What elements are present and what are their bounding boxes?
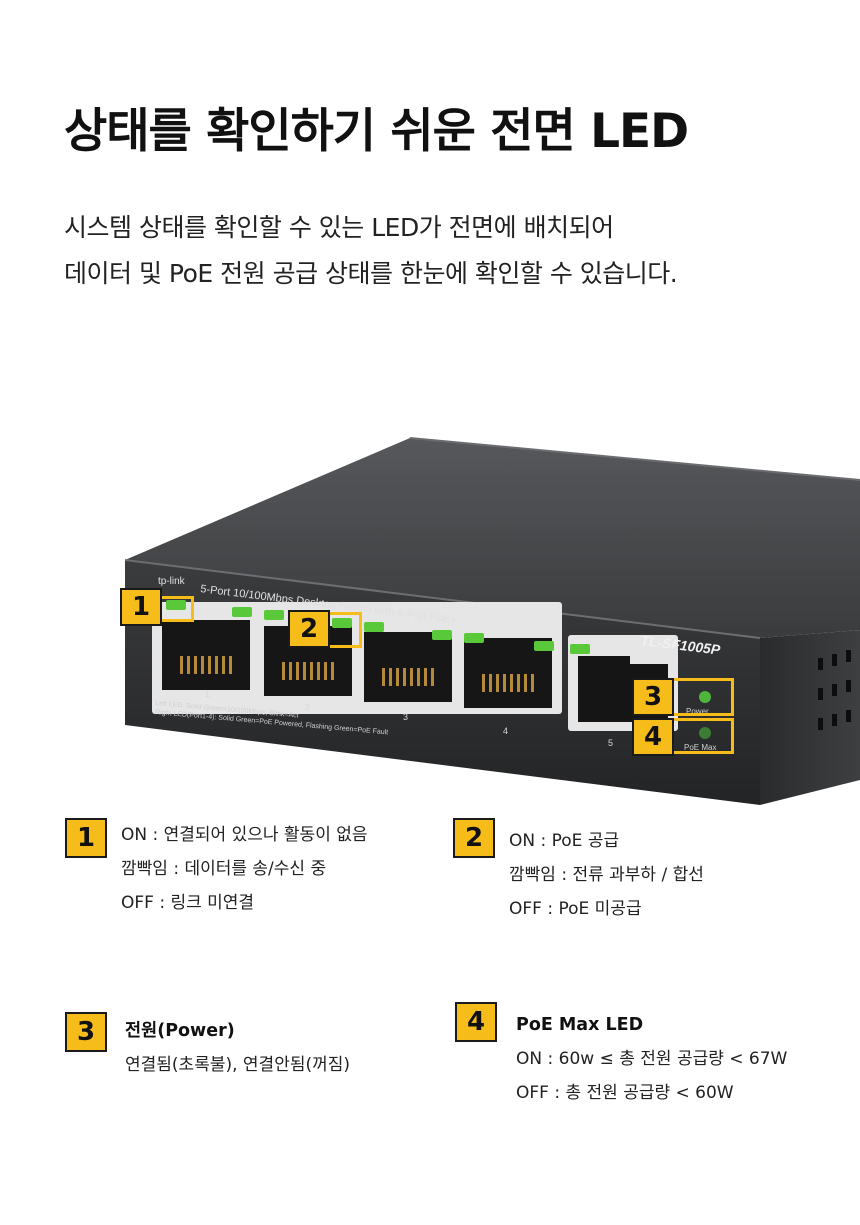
legend-3-line-1: 연결됨(초록불), 연결안됨(꺼짐) <box>125 1055 351 1075</box>
port-pin <box>496 674 499 692</box>
port-pin <box>310 662 313 680</box>
port-pin <box>531 674 534 692</box>
callout-3: 3 <box>632 678 674 716</box>
callout-1: 1 <box>120 588 162 626</box>
port-4-left-led <box>464 633 484 643</box>
port-pin <box>187 656 190 674</box>
port-pin <box>222 656 225 674</box>
port-1-left-led <box>166 600 186 610</box>
port-pin <box>317 662 320 680</box>
legend-4-title: PoE Max LED <box>516 1015 644 1035</box>
port-3-socket <box>364 632 452 702</box>
port-3-right-led <box>432 630 452 640</box>
power-led <box>699 691 711 703</box>
port-number-4: 4 <box>503 726 508 736</box>
port-pin <box>517 674 520 692</box>
port-pin <box>431 668 434 686</box>
brand-label: tp-link <box>158 576 186 587</box>
callout-2: 2 <box>288 610 330 648</box>
intro-line-1: 시스템 상태를 확인할 수 있는 LED가 전면에 배치되어 <box>64 213 614 242</box>
poe-max-label: PoE Max <box>684 743 716 752</box>
highlight-box-1 <box>158 596 194 622</box>
port-pin <box>524 674 527 692</box>
page-title: 상태를 확인하기 쉬운 전면 LED <box>64 104 689 159</box>
chassis-side <box>760 630 860 805</box>
chassis-top <box>125 438 860 638</box>
port-pin <box>396 668 399 686</box>
port-1-socket <box>162 620 250 690</box>
legend-1-line-2: 깜빡임 : 데이터를 송/수신 중 <box>121 859 327 879</box>
port-pin <box>208 656 211 674</box>
legend-2-line-3: OFF : PoE 미공급 <box>509 899 642 919</box>
poe-max-led <box>699 727 711 739</box>
port-housing <box>152 602 562 714</box>
port-number-3: 3 <box>403 712 408 722</box>
intro-line-2: 데이터 및 PoE 전원 공급 상태를 한눈에 확인할 수 있습니다. <box>64 259 678 288</box>
port-pin <box>382 668 385 686</box>
legend-number-4: 4 <box>455 1002 497 1042</box>
legend-1-line-3: OFF : 링크 미연결 <box>121 893 255 913</box>
legend-number-2: 2 <box>453 818 495 858</box>
legend-2-line-1: ON : PoE 공급 <box>509 831 620 851</box>
port-pin <box>489 674 492 692</box>
callout-4: 4 <box>632 718 674 756</box>
port-number-1: 1 <box>205 689 210 699</box>
port-pin <box>215 656 218 674</box>
intro-text: 시스템 상태를 확인할 수 있는 LED가 전면에 배치되어 데이터 및 PoE… <box>64 205 678 297</box>
port-leds <box>166 600 590 654</box>
port-pin <box>482 674 485 692</box>
ethernet-ports <box>152 602 678 731</box>
port-pin <box>389 668 392 686</box>
port-number-2: 2 <box>305 702 310 712</box>
port-pin <box>289 662 292 680</box>
switch-illustration: tp-link 5-Port 10/100Mbps Desktop Switch… <box>124 437 860 805</box>
legend-4-line-2: OFF : 총 전원 공급량 < 60W <box>516 1083 734 1103</box>
legend-4-line-1: ON : 60w ≤ 총 전원 공급량 < 67W <box>516 1049 788 1069</box>
port-pin <box>229 656 232 674</box>
power-label: Power <box>686 707 709 716</box>
port-1-right-led <box>232 607 252 617</box>
port-pin <box>194 656 197 674</box>
port-number-5: 5 <box>608 738 613 748</box>
port-3-left-led <box>364 622 384 632</box>
port-pin <box>403 668 406 686</box>
legend-3-title: 전원(Power) <box>125 1021 235 1041</box>
legend-number-3: 3 <box>65 1012 107 1052</box>
port-2-right-led <box>332 618 352 628</box>
port-pin <box>424 668 427 686</box>
side-vents <box>818 650 851 730</box>
port-pin <box>282 662 285 680</box>
legend-number-1: 1 <box>65 818 107 858</box>
port-pin <box>410 668 413 686</box>
port-pin <box>510 674 513 692</box>
port-pin <box>503 674 506 692</box>
port-2-left-led <box>264 610 284 620</box>
port-5-led <box>570 644 590 654</box>
port-pin <box>296 662 299 680</box>
port-pin <box>180 656 183 674</box>
port-pin <box>331 662 334 680</box>
port-pin <box>201 656 204 674</box>
switch-product-image: tp-link 5-Port 10/100Mbps Desktop Switch… <box>0 420 860 820</box>
legend-2-line-2: 깜빡임 : 전류 과부하 / 합선 <box>509 865 704 885</box>
port-4-right-led <box>534 641 554 651</box>
port-pin <box>324 662 327 680</box>
port-pin <box>303 662 306 680</box>
port-pin <box>417 668 420 686</box>
legend-1-line-1: ON : 연결되어 있으나 활동이 없음 <box>121 825 368 845</box>
